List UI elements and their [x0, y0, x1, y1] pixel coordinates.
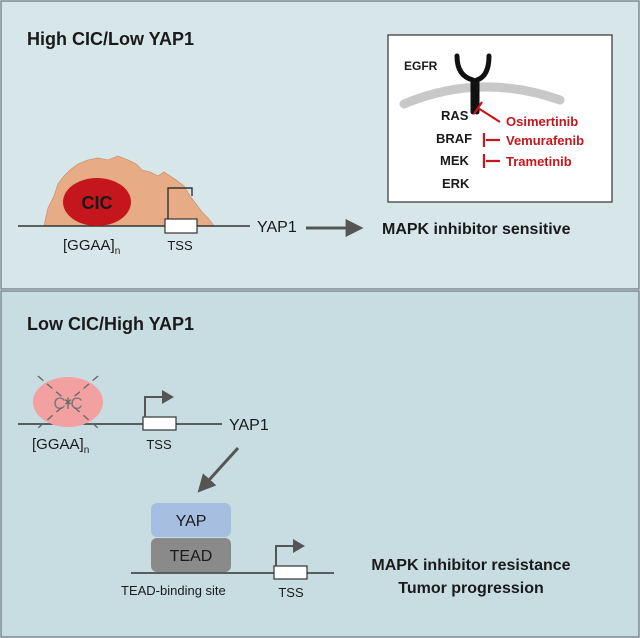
tss-box-bottom	[142, 416, 177, 431]
yap-label: YAP	[176, 513, 207, 530]
motif-label-top: [GGAA]n	[63, 237, 120, 257]
ras-label: RAS	[441, 108, 469, 123]
bottom-outcome-line1: MAPK inhibitor resistance	[371, 557, 570, 574]
yap1-label-bottom: YAP1	[229, 417, 269, 434]
top-panel-title: High CIC/Low YAP1	[27, 29, 194, 49]
yap-box	[151, 503, 231, 537]
top-outcome: MAPK inhibitor sensitive	[382, 221, 571, 238]
tss-box-top	[164, 218, 198, 234]
cell-membrane	[399, 82, 565, 109]
trametinib-inhibition-mark	[482, 154, 500, 168]
yap1-label-top: YAP1	[257, 219, 297, 236]
blocked-promoter-mark	[167, 187, 193, 219]
osimertinib-label: Osimertinib	[506, 114, 578, 129]
cic-absent-mark	[37, 375, 99, 429]
pathway-box	[387, 34, 613, 203]
erk-label: ERK	[442, 176, 470, 191]
active-promoter-arrowhead	[162, 390, 174, 404]
bottom-panel-background	[0, 290, 640, 638]
cic-label-top: CIC	[82, 193, 113, 213]
active-promoter-arrow	[144, 396, 164, 417]
tead-box	[151, 538, 231, 572]
osimertinib-inhibition-mark	[473, 101, 501, 123]
tead-label: TEAD	[170, 548, 213, 565]
vemurafenib-inhibition-mark	[482, 133, 500, 147]
egfr-label: EGFR	[404, 59, 438, 73]
tss-box-tead	[273, 565, 308, 580]
yap-induction-arrow	[197, 446, 240, 493]
vemurafenib-label: Vemurafenib	[506, 133, 584, 148]
tss-label-top: TSS	[167, 238, 193, 253]
tss-label-tead: TSS	[278, 585, 304, 600]
bottom-panel-title: Low CIC/High YAP1	[27, 314, 194, 334]
braf-label: BRAF	[436, 131, 472, 146]
motif-label-bottom: [GGAA]n	[32, 436, 89, 456]
bottom-outcome-line2: Tumor progression	[398, 580, 544, 597]
trametinib-label: Trametinib	[506, 154, 572, 169]
tss-label-bottom: TSS	[146, 437, 172, 452]
egfr-receptor	[454, 53, 492, 115]
cic-protein	[63, 178, 131, 226]
tead-promoter-arrowhead	[293, 539, 305, 553]
mek-label: MEK	[440, 153, 470, 168]
tead-site-label: TEAD-binding site	[121, 583, 226, 598]
tead-promoter-arrow	[275, 545, 295, 566]
